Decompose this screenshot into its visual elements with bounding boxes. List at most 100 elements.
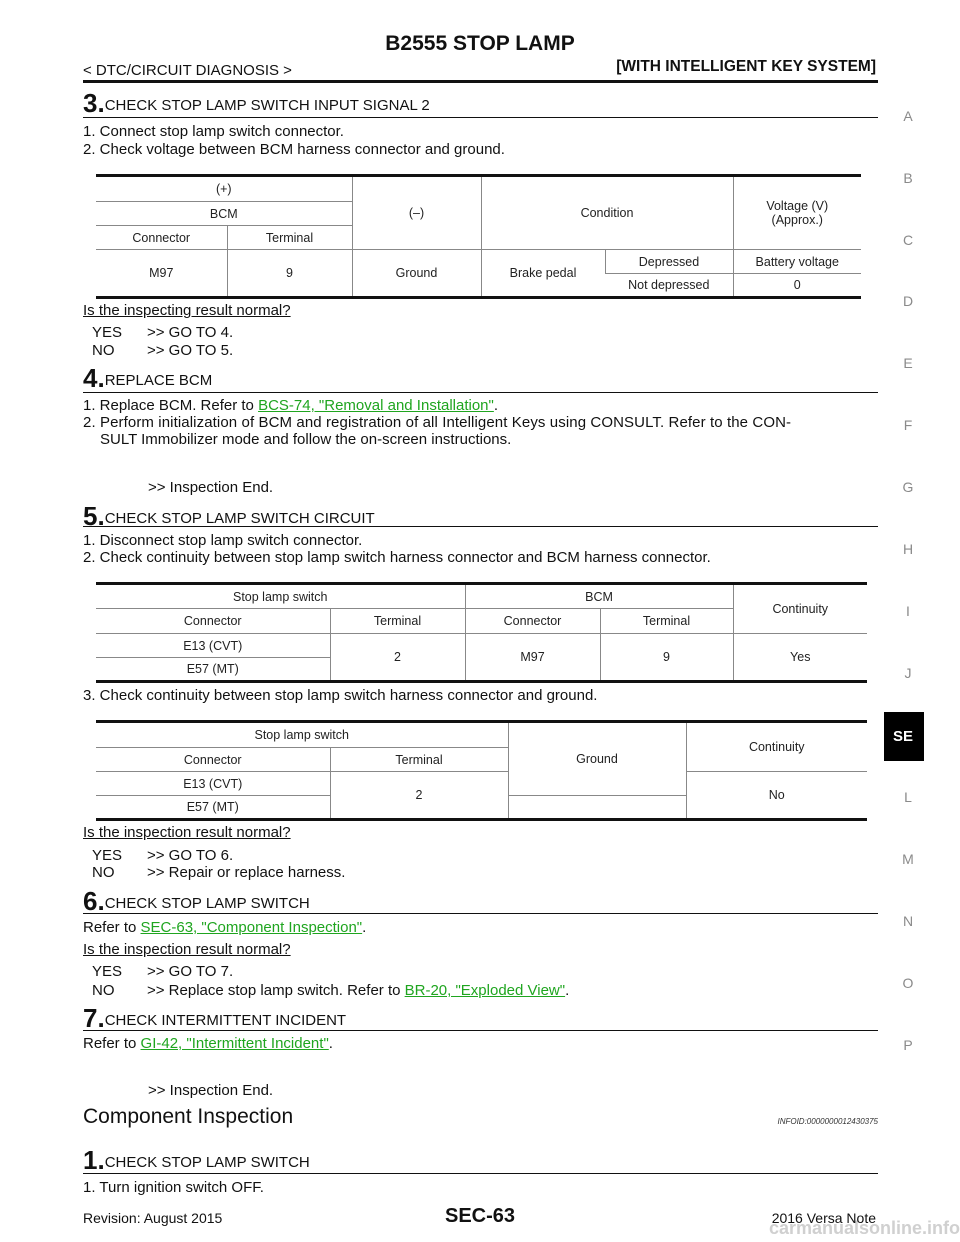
instruction-line: 1. Replace BCM. Refer to BCS-74, "Remova… [83, 397, 498, 414]
terminal-header: Terminal [329, 747, 508, 772]
connector-cell: E57 (MT) [96, 795, 330, 821]
side-index-p[interactable]: P [903, 1037, 913, 1053]
step-7-heading: 7.CHECK INTERMITTENT INCIDENT [83, 1003, 346, 1034]
reference-link[interactable]: BCS-74, "Removal and Installation" [258, 397, 494, 414]
revision-label: Revision: August 2015 [83, 1210, 223, 1226]
inspection-end: >> Inspection End. [148, 479, 274, 496]
side-index-o[interactable]: O [902, 975, 914, 991]
side-index-m[interactable]: M [902, 851, 914, 867]
yes-label: YES [92, 847, 123, 864]
punctuation: . [328, 1035, 333, 1052]
terminal-cell: 9 [226, 249, 352, 299]
page-title: B2555 STOP LAMP [385, 32, 575, 55]
terminal-header: Terminal [599, 608, 733, 634]
voltage-table: (+) (–) Condition Voltage (V)(Approx.) B… [96, 174, 861, 299]
step-number: 5. [83, 501, 105, 531]
state-cell: Depressed [604, 249, 733, 274]
model-label: 2016 Versa Note [771, 1210, 876, 1226]
side-index-f[interactable]: F [903, 417, 913, 433]
reference-text: Refer to [83, 1035, 141, 1052]
condition-header: Condition [480, 174, 733, 250]
step-title: CHECK INTERMITTENT INCIDENT [104, 1012, 347, 1029]
side-index-c[interactable]: C [902, 232, 914, 248]
terminal-header: Terminal [329, 608, 465, 634]
bcm-header: BCM [464, 582, 733, 609]
step-rule [83, 1173, 878, 1174]
instruction-line: 1. Connect stop lamp switch connector. [83, 123, 344, 140]
side-index-h[interactable]: H [902, 541, 914, 557]
step-rule [83, 117, 878, 118]
step-title: REPLACE BCM [104, 372, 213, 389]
system-label: [WITH INTELLIGENT KEY SYSTEM] [616, 58, 876, 75]
instruction-line: 1. Disconnect stop lamp switch connector… [83, 532, 363, 549]
step-number: 3. [83, 88, 105, 118]
instruction-line: 2. Check continuity between stop lamp sw… [83, 549, 711, 566]
step-number: 1. [83, 1145, 105, 1175]
terminal-cell: 2 [329, 771, 508, 821]
no-branch: NO >> GO TO 5. [92, 342, 233, 359]
instruction-text: 1. Replace BCM. Refer to [83, 397, 259, 414]
continuity-table-bcm: Stop lamp switch BCM Continuity Connecto… [96, 582, 867, 683]
stop-lamp-switch-header: Stop lamp switch [96, 582, 465, 609]
bcm-terminal-cell: 9 [599, 633, 733, 683]
section-title: Component Inspection [83, 1105, 294, 1128]
terminal-header: Terminal [226, 225, 352, 250]
no-action: >> GO TO 5. [147, 342, 234, 359]
result-question: Is the inspection result normal? [83, 941, 291, 958]
instruction-line: 3. Check continuity between stop lamp sw… [83, 687, 598, 704]
step-3-heading: 3.CHECK STOP LAMP SWITCH INPUT SIGNAL 2 [83, 88, 430, 119]
result-question: Is the inspecting result normal? [83, 302, 291, 319]
yes-branch: YES>> GO TO 4. [92, 324, 233, 341]
punctuation: . [362, 919, 367, 936]
side-index-a[interactable]: A [903, 108, 913, 124]
connector-cell: E13 (CVT) [96, 633, 330, 658]
step-rule [83, 392, 878, 393]
side-index-sec-active[interactable]: SE [884, 712, 924, 761]
no-label: NO [92, 342, 115, 359]
voltage-label: Voltage (V) [766, 199, 829, 213]
side-index-j[interactable]: J [904, 665, 912, 681]
yes-label: YES [92, 324, 123, 341]
no-action: >> Replace stop lamp switch. Refer to [147, 982, 405, 999]
side-index-g[interactable]: G [902, 479, 914, 495]
yes-action: >> GO TO 7. [147, 963, 234, 980]
minus-header: (–) [351, 174, 481, 250]
reference-text: Refer to [83, 919, 141, 936]
no-label: NO [92, 864, 115, 881]
watermark: carmanualsonline.info [768, 1218, 960, 1238]
state-cell: Not depressed [605, 273, 733, 299]
side-index-n[interactable]: N [902, 913, 914, 929]
connector-cell: M97 [96, 249, 227, 299]
step-title: CHECK STOP LAMP SWITCH [104, 895, 310, 912]
instruction-line: 1. Turn ignition switch OFF. [83, 1179, 264, 1196]
ground-cell-bottom [507, 795, 686, 821]
side-index-e[interactable]: E [903, 355, 913, 371]
brake-pedal-cell: Brake pedal [480, 249, 605, 299]
section-breadcrumb: < DTC/CIRCUIT DIAGNOSIS > [83, 62, 292, 79]
step-title: CHECK STOP LAMP SWITCH [104, 1154, 310, 1171]
no-action: >> Repair or replace harness. [147, 864, 346, 881]
reference-link[interactable]: BR-20, "Exploded View" [404, 982, 566, 999]
component-step-heading: 1.CHECK STOP LAMP SWITCH [83, 1145, 310, 1176]
connector-cell: E57 (MT) [96, 657, 330, 683]
voltage-cell: Battery voltage [732, 249, 861, 274]
connector-header: Connector [96, 608, 330, 634]
yes-label: YES [92, 963, 123, 980]
reference-link[interactable]: GI-42, "Intermittent Incident" [140, 1035, 329, 1052]
bcm-header: BCM [96, 201, 352, 226]
inspection-end: >> Inspection End. [148, 1082, 274, 1099]
step-number: 6. [83, 886, 105, 916]
side-index-d[interactable]: D [902, 293, 914, 309]
side-index-i[interactable]: I [906, 603, 910, 619]
step-5-heading: 5.CHECK STOP LAMP SWITCH CIRCUIT [83, 501, 375, 532]
continuity-header: Continuity [685, 720, 867, 772]
step-rule [83, 913, 878, 914]
plus-header: (+) [96, 174, 352, 202]
reference-link[interactable]: SEC-63, "Component Inspection" [140, 919, 363, 936]
side-index-l[interactable]: L [904, 789, 912, 805]
yes-branch: YES>> GO TO 6. [92, 847, 233, 864]
header-rule [83, 80, 878, 83]
side-index-b[interactable]: B [903, 170, 913, 186]
step-number: 7. [83, 1003, 105, 1033]
yes-branch: YES >> GO TO 7. [92, 963, 233, 980]
